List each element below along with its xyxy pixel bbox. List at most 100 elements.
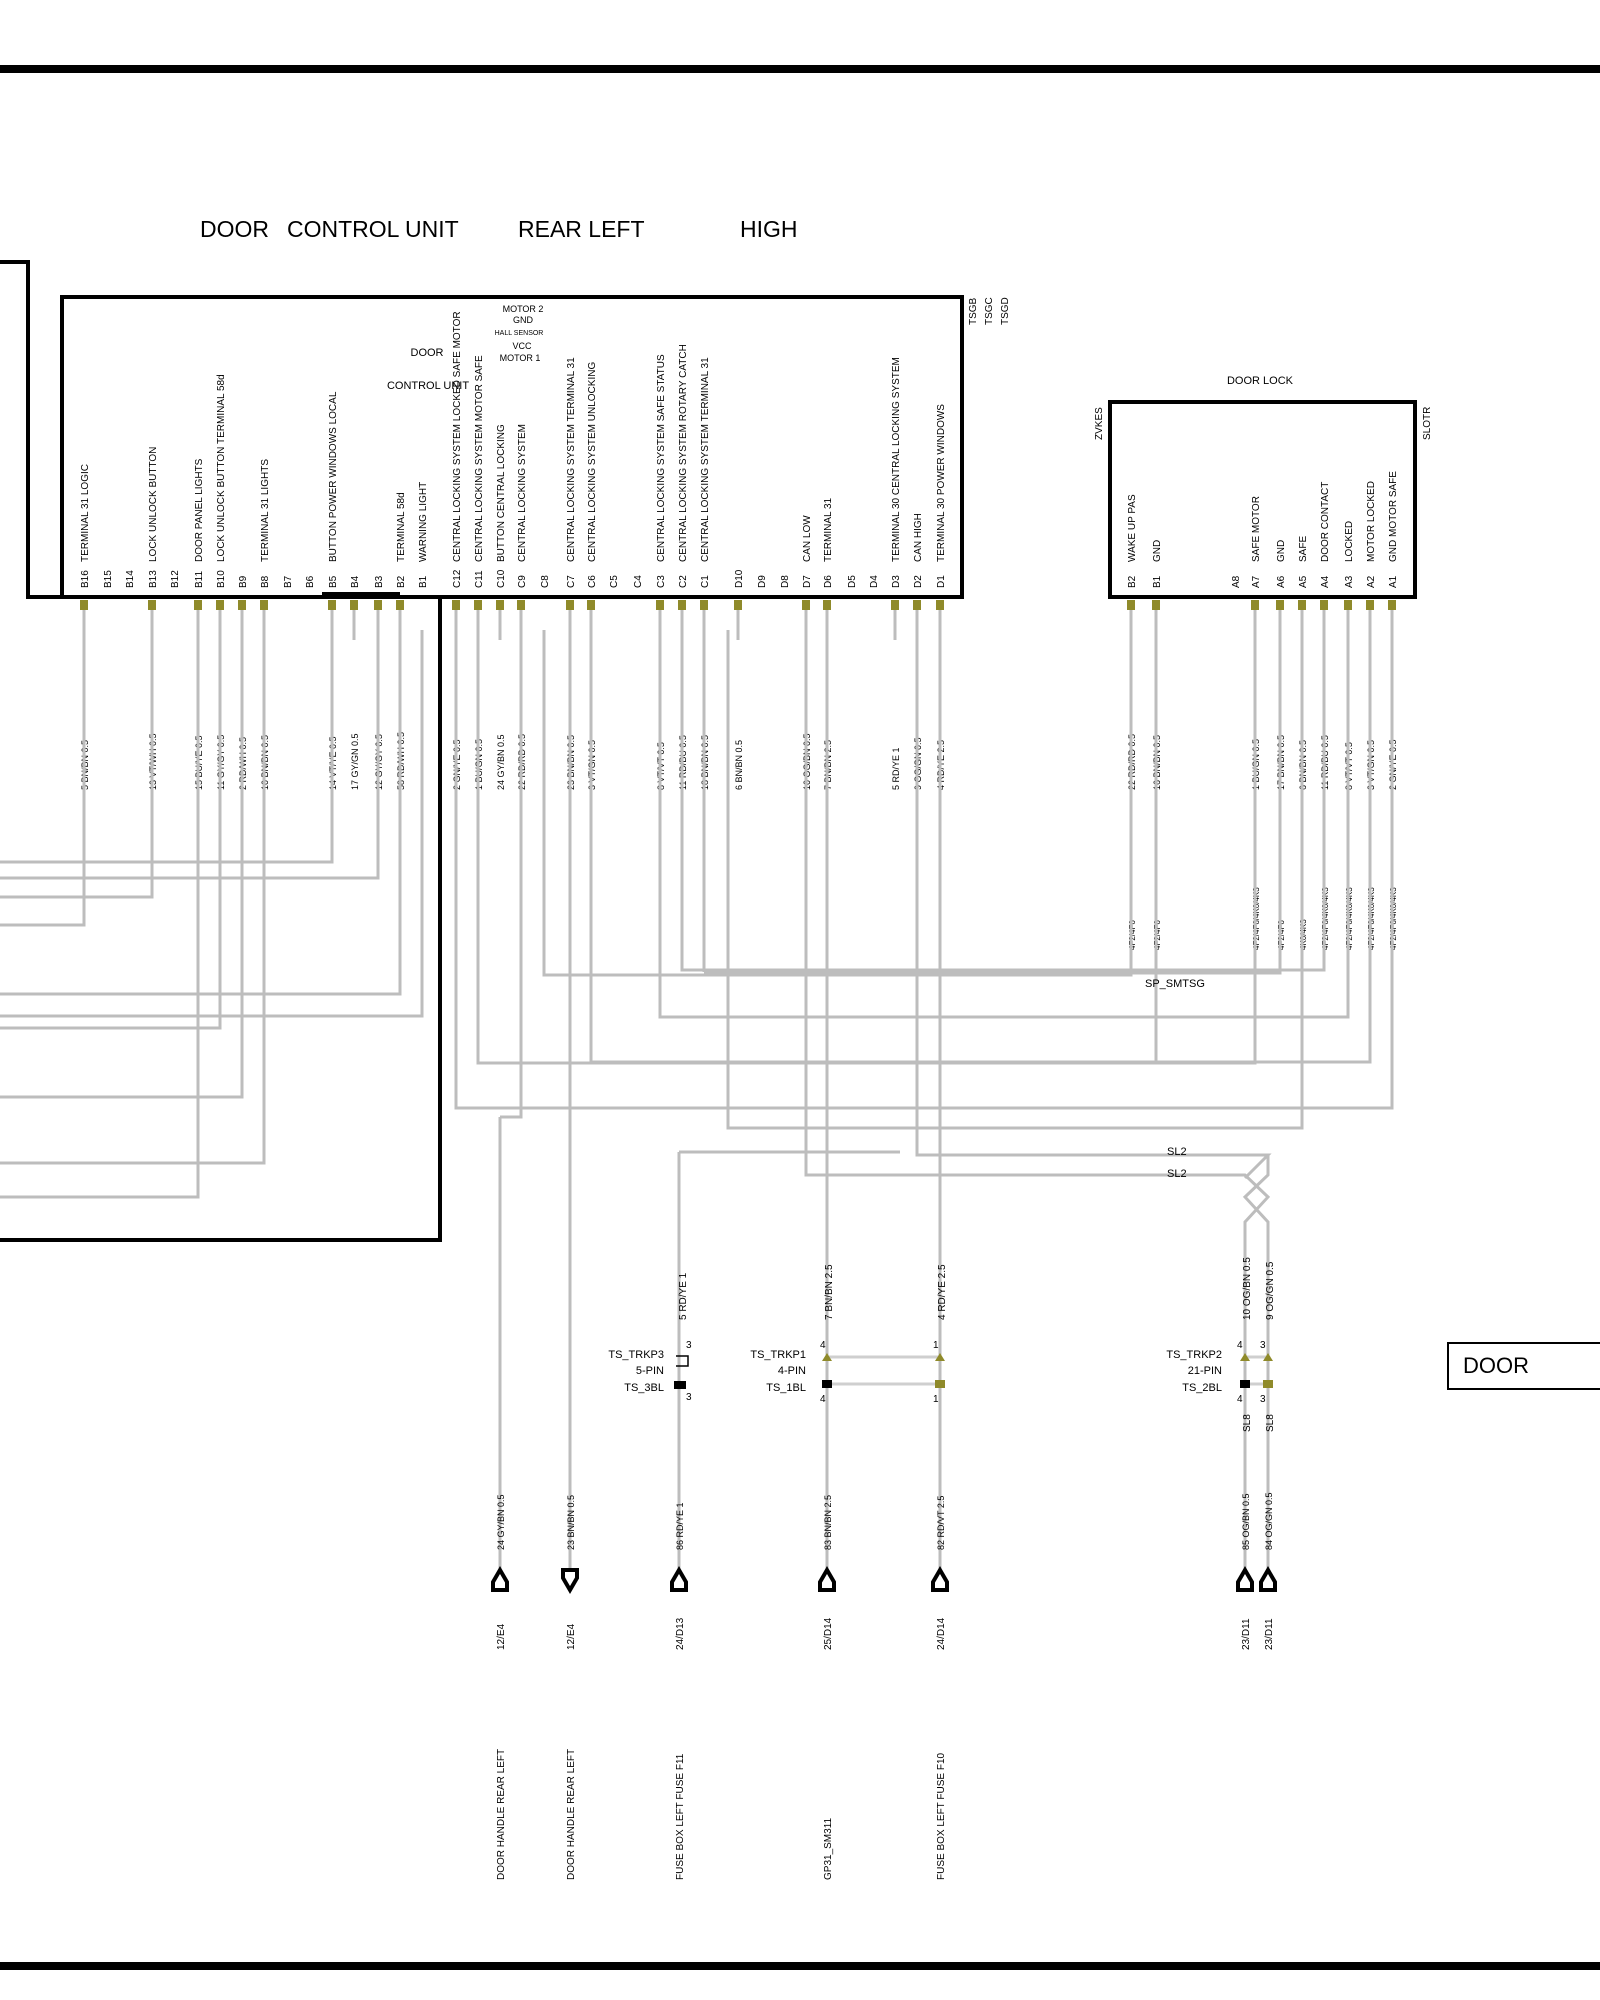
- dcu-pin-function: BUTTON CENTRAL LOCKING: [496, 424, 507, 562]
- dcu-pin-id: B10: [216, 570, 227, 588]
- dcu-pin-id: C9: [517, 575, 528, 588]
- terminal-wire-label: 24 GY/BN 0.5: [496, 1494, 506, 1550]
- door-inner-label: DOOR: [411, 347, 444, 359]
- wire-label-5rdye1: 5 RD/YE 1: [678, 1272, 689, 1320]
- lock-pin-function: MOTOR LOCKED: [1366, 481, 1377, 562]
- dcu-pin-contact: [656, 600, 664, 610]
- trkp2-p4-bot: 4: [1237, 1394, 1243, 1405]
- dcu-pin-function: TERMINAL 31: [823, 497, 834, 562]
- can-power-routing: [677, 630, 1272, 1575]
- dcu-pin-function: TERMINAL 30 POWER WINDOWS: [936, 404, 947, 562]
- dcu-pin-id: B9: [238, 575, 249, 588]
- lock-pin-function: WAKE UP PAS: [1127, 494, 1138, 562]
- terminal-wire-label: 23 BN/BN 0.5: [566, 1495, 576, 1550]
- dcu-pin-id: C4: [633, 575, 644, 588]
- dcu-pin-id: D2: [913, 575, 924, 588]
- sp-smtsg-label: SP_SMTSG: [1145, 978, 1205, 990]
- left-harness: [0, 630, 424, 1199]
- dcu-pin-function: CENTRAL LOCKING SYSTEM ROTARY CATCH: [678, 344, 689, 562]
- lock-pin-contact: [1366, 600, 1374, 610]
- trkp1-p1-bot: 1: [933, 1394, 939, 1405]
- control-unit-extension-box: [0, 597, 442, 1242]
- connector-tsgb: TSGB: [968, 297, 979, 325]
- dcu-pin-contact: [396, 600, 404, 610]
- trkp1-bl: TS_1BL: [766, 1382, 806, 1394]
- terminal-connector-icon: [1259, 1566, 1277, 1592]
- wire-label-7bnbn: 7 BN/BN 2.5: [824, 1264, 835, 1320]
- dcu-pin-id: D3: [891, 575, 902, 588]
- lock-pin-function: DOOR CONTACT: [1320, 482, 1331, 562]
- lock-pin-function: LOCKED: [1344, 521, 1355, 562]
- dcu-pin-contact: [587, 600, 595, 610]
- dcu-pin-id: C8: [540, 575, 551, 588]
- terminal-wire-label: 85 OG/BN 0.5: [1241, 1493, 1251, 1550]
- sl8-label-b: SL8: [1265, 1414, 1276, 1432]
- trkp2-bl: TS_2BL: [1182, 1382, 1222, 1394]
- lock-pin-id: A1: [1388, 575, 1399, 588]
- lock-pin-id: B2: [1127, 575, 1138, 588]
- sl8-label-a: SL8: [1242, 1414, 1253, 1432]
- wire-label-9oggn: 9 OG/GN 0.5: [1265, 1261, 1276, 1320]
- trkp2-name: TS_TRKP2: [1166, 1349, 1222, 1361]
- title-door: DOOR: [200, 216, 269, 242]
- dcu-pin-function: CENTRAL LOCKING SYSTEM: [517, 424, 528, 562]
- dcu-pin-function: CENTRAL LOCKING SYSTEM SAFE STATUS: [656, 354, 667, 562]
- connector-ts-trkp2: TS_TRKP2 21-PIN TS_2BL 4 3 4 3 SL8 SL8: [1166, 1340, 1276, 1432]
- trkp2-pins: 21-PIN: [1188, 1365, 1222, 1377]
- trkp2-p4-top: 4: [1237, 1340, 1243, 1351]
- dcu-pin-id: B7: [283, 575, 294, 588]
- dcu-pin-id: B14: [125, 570, 136, 588]
- bottom-border-line: [0, 1962, 1600, 1970]
- dcu-pin-contact: [238, 600, 246, 610]
- lock-pin-contact: [1298, 600, 1306, 610]
- dcu-pin-id: D10: [734, 569, 745, 588]
- dcu-pin-id: B8: [260, 575, 271, 588]
- dcu-pin-id: B4: [350, 575, 361, 588]
- terminal-connector-icon: [491, 1566, 509, 1592]
- dcu-pin-contact: [936, 600, 944, 610]
- sl2-label-a: SL2: [1167, 1146, 1187, 1158]
- dcu-pin-function: CENTRAL LOCKING SYSTEM TERMINAL 31: [566, 357, 577, 562]
- lock-pin-id: B1: [1152, 575, 1163, 588]
- connector-ts-trkp1: TS_TRKP1 4-PIN TS_1BL 4 1 4 1: [750, 1340, 945, 1405]
- dcu-pin-id: C7: [566, 575, 577, 588]
- dcu-pin-contact: [913, 600, 921, 610]
- terminal-destination: DOOR HANDLE REAR LEFT: [496, 1749, 507, 1880]
- top-border-line: [0, 65, 1600, 73]
- lock-pin-id: A2: [1366, 575, 1377, 588]
- dcu-pin-id: C12: [452, 569, 463, 588]
- dcu-pin-function: BUTTON POWER WINDOWS LOCAL: [328, 391, 339, 562]
- terminal-connector-icon: [670, 1566, 688, 1592]
- cross-harness: [454, 630, 1394, 1130]
- terminal-wire-label: 84 OG/GN 0.5: [1264, 1492, 1274, 1550]
- dcu-pin-function: TERMINAL 31 LOGIC: [80, 464, 91, 562]
- dcu-pin-function: CENTRAL LOCKING SYSTEM MOTOR SAFE: [474, 355, 485, 562]
- trkp1-p1-top: 1: [933, 1340, 939, 1351]
- dcu-pin-function: LOCK UNLOCK BUTTON TERMINAL 58d: [216, 374, 227, 562]
- dcu-pin-id: D6: [823, 575, 834, 588]
- motor2-label: MOTOR 2: [503, 304, 544, 314]
- dcu-wire-label: 5 RD/YE 1: [891, 747, 901, 790]
- trkp3-bl: TS_3BL: [624, 1382, 664, 1394]
- lock-pin-function: SAFE: [1298, 536, 1309, 562]
- trkp2-p3-bot: 3: [1260, 1394, 1266, 1405]
- trkp2-p3-top: 3: [1260, 1340, 1266, 1351]
- lock-pin-id: A8: [1231, 575, 1242, 588]
- dcu-pin-id: D1: [936, 575, 947, 588]
- lock-pin-id: A5: [1298, 575, 1309, 588]
- wire-label-10ogbn: 10 OG/BN 0.5: [1242, 1257, 1253, 1320]
- lock-pin-function: GND: [1276, 540, 1287, 562]
- dcu-pin-function: TERMINAL 30 CENTRAL LOCKING SYSTEM: [891, 357, 902, 562]
- trkp3-name: TS_TRKP3: [608, 1349, 664, 1361]
- terminal-ref: 12/E4: [496, 1623, 507, 1650]
- lock-pin-function: GND: [1152, 540, 1163, 562]
- dcu-pin-id: B2: [396, 575, 407, 588]
- lock-pin-contact: [1127, 600, 1135, 610]
- dcu-pin-id: B15: [103, 570, 114, 588]
- trkp1-p4-top: 4: [820, 1340, 826, 1351]
- dcu-wire-label: 6 BN/BN 0.5: [734, 740, 744, 790]
- zvkes-label: ZVKES: [1094, 407, 1105, 440]
